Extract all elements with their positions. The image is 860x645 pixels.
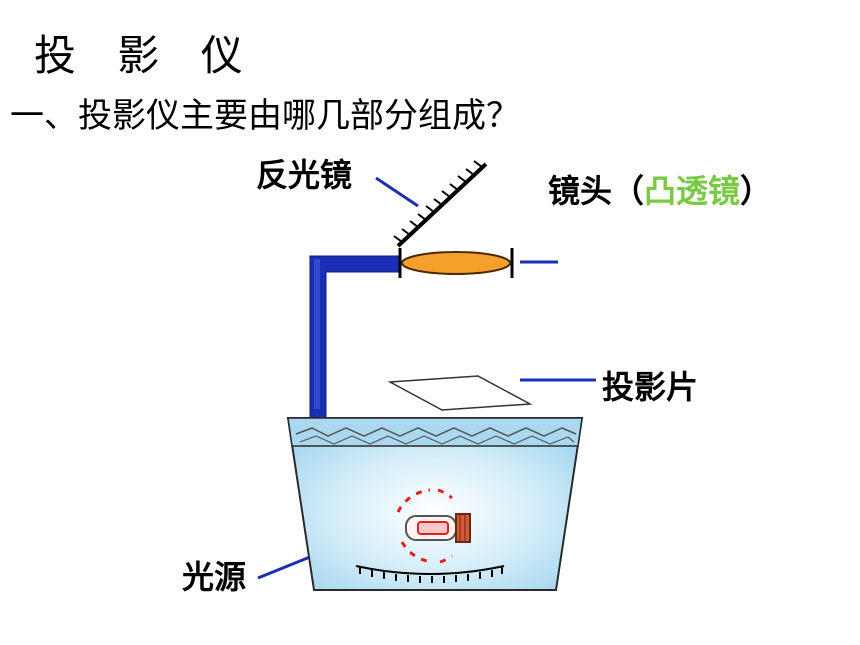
label-slide: 投影片 <box>602 368 699 406</box>
question-text: 一、投影仪主要由哪几部分组成？ <box>10 96 520 136</box>
page-title: 投 影 仪 <box>34 31 257 80</box>
light-bulb <box>396 488 471 564</box>
label-lens-prefix: 镜头（ <box>548 172 645 210</box>
lens <box>398 248 514 278</box>
label-light-source: 光源 <box>182 558 247 596</box>
reflector-mirror <box>393 160 488 248</box>
projection-slide <box>387 375 533 411</box>
label-reflector: 反光镜 <box>256 156 353 194</box>
label-lens: 镜头（凸透镜） <box>548 166 772 212</box>
label-lens-highlight: 凸透镜 <box>644 172 741 210</box>
reflector-leader-line <box>375 176 419 208</box>
projector-arm <box>309 255 401 419</box>
scale-ruler <box>355 565 505 583</box>
projector-box <box>286 417 584 591</box>
label-lens-suffix: ） <box>740 172 773 210</box>
